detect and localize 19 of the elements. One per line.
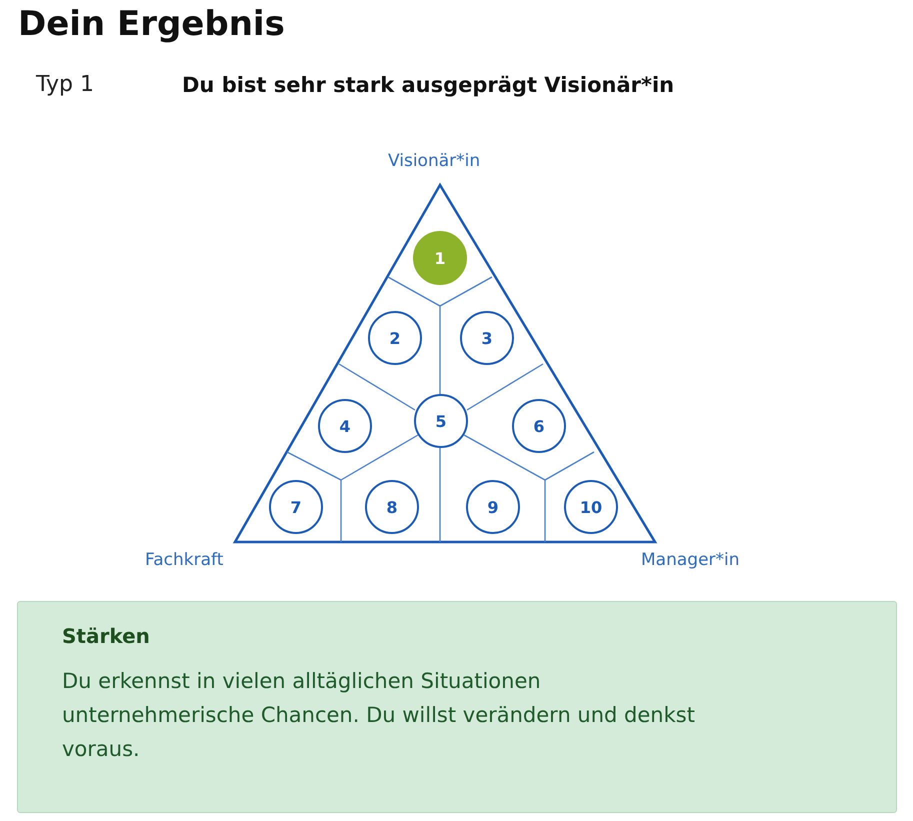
number-circle: 3 bbox=[460, 311, 514, 365]
number-circle: 5 bbox=[414, 394, 468, 448]
page-title: Dein Ergebnis bbox=[18, 4, 285, 44]
number-circle: 4 bbox=[318, 399, 372, 453]
number-circle: 10 bbox=[564, 480, 618, 534]
axis-label: Manager*in bbox=[641, 550, 740, 570]
number-circle: 1 bbox=[413, 231, 467, 285]
number-circle: 6 bbox=[512, 399, 566, 453]
panel-text: Du erkennst in vielen alltäglichen Situationen unternehmerische Chancen. Du willst verändern und denkst voraus. bbox=[62, 668, 696, 763]
number-circle: 9 bbox=[466, 480, 520, 534]
axis-label: Visionär*in bbox=[388, 151, 480, 171]
number-circle: 7 bbox=[269, 480, 323, 534]
number-circle: 2 bbox=[368, 311, 422, 365]
result-heading: Du bist sehr stark ausgeprägt Visionär*in bbox=[182, 73, 674, 97]
type-label: Typ 1 bbox=[36, 72, 94, 97]
axis-label: Fachkraft bbox=[145, 550, 224, 570]
number-circle: 8 bbox=[365, 480, 419, 534]
info-panel bbox=[17, 601, 897, 813]
panel-heading: Stärken bbox=[62, 624, 150, 648]
